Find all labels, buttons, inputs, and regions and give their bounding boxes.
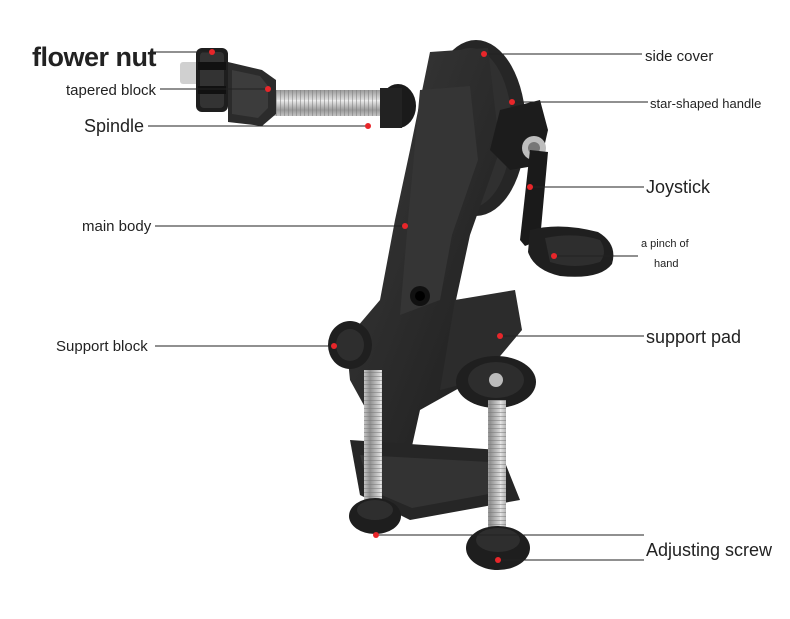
label-flower-nut: flower nut <box>32 42 157 72</box>
marker-spindle <box>365 123 371 129</box>
marker-hand <box>551 253 557 259</box>
marker-adjusting-screw-b <box>495 557 501 563</box>
label-adjusting-screw: Adjusting screw <box>646 540 773 560</box>
marker-joystick <box>527 184 533 190</box>
leader-lines <box>148 51 648 561</box>
joystick-arm-shape <box>520 150 548 246</box>
label-pinch-of-hand-1: a pinch of <box>641 238 689 250</box>
spindle-rod <box>180 62 200 84</box>
marker-support-pad <box>497 333 503 339</box>
left-screw <box>364 370 382 510</box>
flower-nut-shape <box>196 48 228 112</box>
label-tapered-block: tapered block <box>66 82 157 99</box>
marker-side-cover <box>481 51 487 57</box>
marker-tapered-block <box>265 86 271 92</box>
adjusting-screw-knob-right <box>466 526 530 570</box>
label-star-shaped-handle: star-shaped handle <box>650 96 762 111</box>
adjusting-screw-knob-left <box>349 498 401 534</box>
label-main-body: main body <box>82 218 152 235</box>
marker-adjusting-screw-a <box>373 532 379 538</box>
label-support-pad: support pad <box>646 327 742 347</box>
label-joystick: Joystick <box>646 177 711 197</box>
label-pinch-of-hand-2: hand <box>654 258 679 270</box>
marker-flower-nut <box>209 49 215 55</box>
label-support-block: Support block <box>56 338 148 355</box>
right-screw <box>488 400 506 530</box>
marker-support-block <box>331 343 337 349</box>
spindle-thread <box>270 90 385 116</box>
label-spindle: Spindle <box>84 116 145 136</box>
marker-main-body <box>402 223 408 229</box>
label-side-cover: side cover <box>645 48 714 65</box>
markers <box>209 49 557 563</box>
marker-star-handle <box>509 99 515 105</box>
